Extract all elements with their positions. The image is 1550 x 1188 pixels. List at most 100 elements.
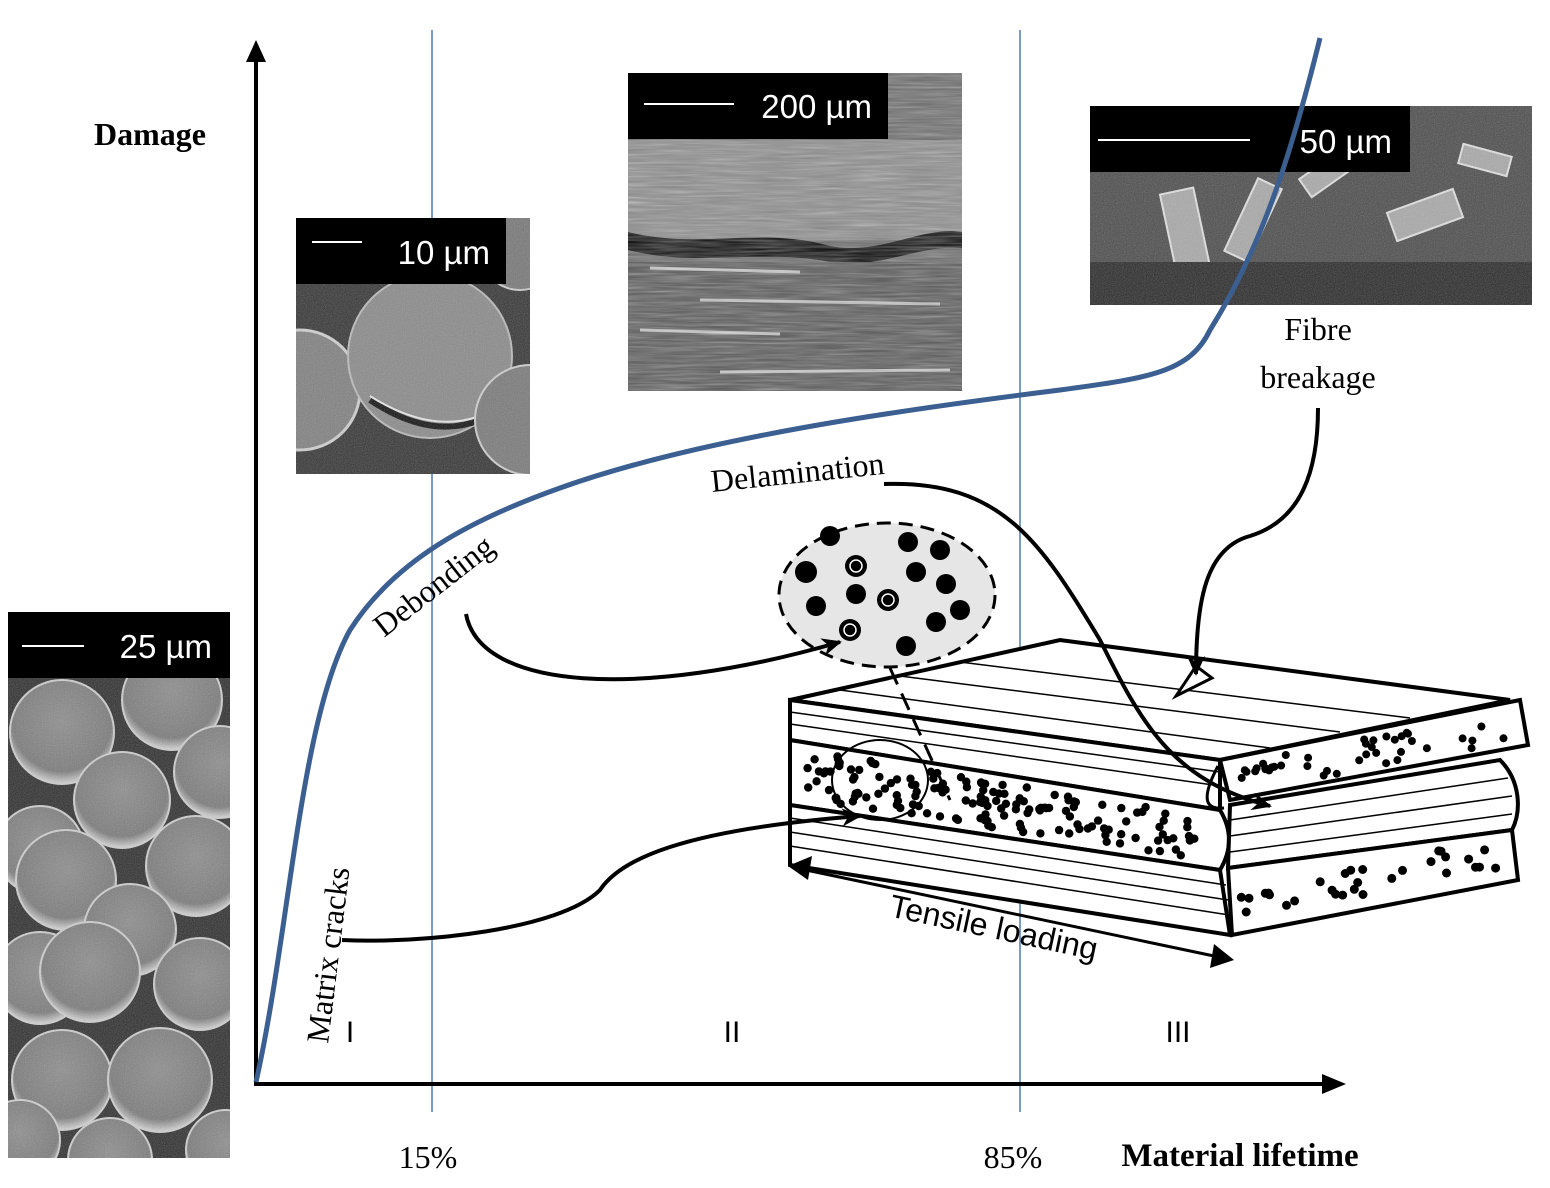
fibre-dot <box>929 774 938 783</box>
fibre-dot <box>831 793 840 803</box>
arrow-fibre-breakage <box>1187 407 1320 676</box>
damage-curve <box>253 37 1323 1083</box>
fibre-dot <box>1115 839 1125 848</box>
fibre-dot <box>862 793 871 802</box>
scale-bar-200um: 200 µm <box>761 88 872 125</box>
fibre-dot <box>1133 808 1142 817</box>
fibre-dot <box>810 755 819 764</box>
fibre-dot <box>1022 783 1031 792</box>
fibre-dot <box>1436 846 1446 856</box>
fibre-dot <box>892 791 901 800</box>
fibre-dot <box>1036 829 1045 838</box>
fibre-dot <box>1467 744 1476 753</box>
fibre-dot <box>848 797 858 806</box>
micrograph-10um: 10 µm <box>296 218 530 474</box>
fibre-dot <box>824 785 834 795</box>
fibre-dot <box>961 796 970 805</box>
label-fibre-breakage-1: Fibre <box>1284 311 1352 347</box>
fibre-dot <box>1153 836 1163 845</box>
fibre-dot <box>1237 773 1246 782</box>
fibre-dot <box>1277 761 1286 770</box>
fibre-dot <box>1458 734 1467 743</box>
fibre-dot <box>987 823 996 832</box>
fibre-dot <box>1358 865 1368 874</box>
fibre-dot <box>1087 822 1097 831</box>
fibre-dot <box>922 809 932 818</box>
fibre-dot <box>1183 816 1192 826</box>
arrow-delamination <box>883 481 1272 811</box>
fibre-dot <box>1015 794 1024 803</box>
fibre-dot <box>1468 736 1477 745</box>
fibre-dot <box>1064 796 1073 805</box>
fibre-dot <box>1426 857 1436 867</box>
fibre-dot <box>1252 764 1261 773</box>
fibre-dot <box>804 783 813 792</box>
fibre-dot <box>1244 893 1254 903</box>
fibre-dot <box>1362 750 1371 759</box>
label-fibre-breakage-2: breakage <box>1260 359 1375 395</box>
fibre-dot <box>1054 825 1064 835</box>
fibre-dot <box>1338 890 1348 900</box>
fibre-dot <box>1304 753 1313 762</box>
tick-85: 85% <box>984 1139 1043 1175</box>
fibre-dot <box>1183 823 1192 832</box>
fibre-dot <box>874 789 883 798</box>
y-axis-label: Damage <box>94 116 206 152</box>
fibre-dot <box>1282 900 1291 910</box>
fibre-dot <box>911 791 920 801</box>
fibre-dot <box>1475 862 1484 872</box>
fibre-dot <box>1018 827 1028 837</box>
fibre-dot <box>1491 863 1501 873</box>
fibre-dot <box>992 796 1001 806</box>
arrow-debonding <box>464 613 842 682</box>
fibre-dot <box>1023 808 1032 818</box>
tick-15: 15% <box>399 1139 458 1175</box>
fibre-dot <box>875 772 884 782</box>
fibre-dot <box>1397 732 1406 741</box>
fibre-dot <box>935 812 945 821</box>
fibre-dot <box>1141 802 1150 812</box>
fibre-dot <box>886 778 896 788</box>
micrograph-25um: 25 µm <box>8 612 230 1158</box>
fibre-dot <box>907 809 916 818</box>
fibre-dot <box>1050 790 1059 800</box>
fibre-dot <box>1117 803 1126 813</box>
fibre-dot <box>1159 816 1168 825</box>
fibre-dot <box>835 758 844 767</box>
fibre-dot <box>1480 845 1490 855</box>
fibre-dot <box>1382 732 1391 741</box>
fibre-dot <box>1390 735 1399 744</box>
fibre-dot <box>1093 816 1103 825</box>
x-axis-label: Material lifetime <box>1121 1138 1358 1174</box>
fibre-dot <box>1397 747 1405 756</box>
fibre-dot <box>1360 735 1369 744</box>
mechanism-arrows <box>341 407 1320 943</box>
fibre-dot <box>1398 865 1407 875</box>
stage-2-label: II <box>724 1016 741 1049</box>
fibre-dot <box>1382 759 1391 768</box>
laminate-fibre-dots <box>803 722 1508 917</box>
fibre-dot <box>962 783 972 792</box>
fibre-dot <box>1236 892 1246 902</box>
fibre-dot <box>1281 751 1290 759</box>
fibre-dot <box>1327 885 1337 895</box>
fibre-dot <box>998 780 1007 790</box>
fibre-dot <box>1367 743 1376 752</box>
fibre-dot <box>934 783 943 793</box>
fibre-dot <box>1001 799 1011 808</box>
fibre-dot <box>1071 798 1081 807</box>
micrograph-50um: 50 µm <box>1090 106 1532 305</box>
fibre-dot <box>1477 722 1486 731</box>
fibre-dot <box>1102 837 1111 846</box>
fibre-dot <box>1464 854 1474 864</box>
stage-3-label: III <box>1165 1016 1190 1049</box>
fibre-dot <box>1260 888 1270 898</box>
fibre-dot <box>994 789 1004 798</box>
fibre-dot <box>1075 824 1084 834</box>
fibre-dot <box>1161 809 1170 818</box>
fibre-dot <box>1387 873 1397 883</box>
fibre-dot <box>1290 896 1300 906</box>
fibre-dot <box>846 765 856 774</box>
fibre-dot <box>836 799 845 809</box>
